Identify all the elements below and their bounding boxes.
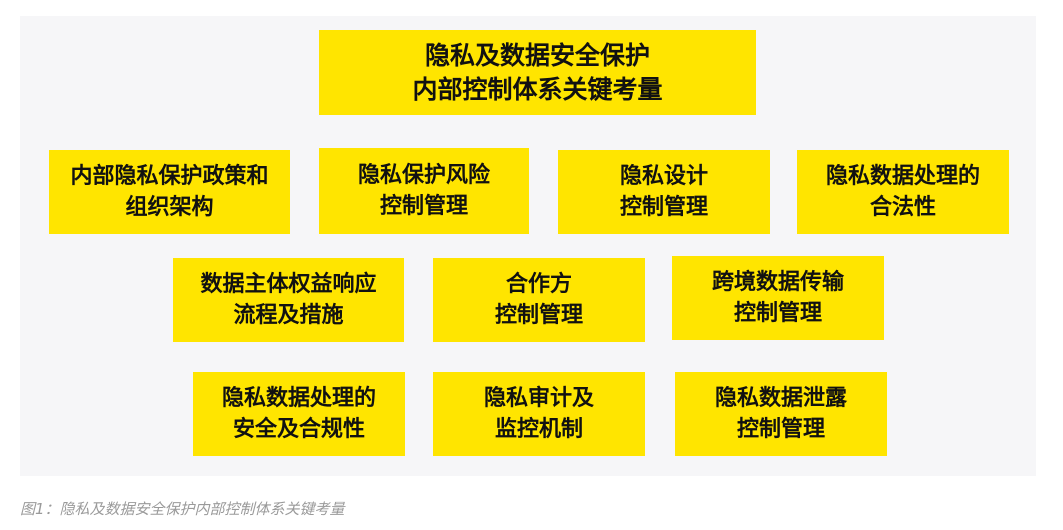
box-line1: 隐私数据处理的 xyxy=(825,164,980,189)
box-line1: 内部隐私保护政策和 xyxy=(70,164,269,189)
box-line1: 隐私保护风险 xyxy=(357,163,490,188)
box-line1: 隐私数据处理的 xyxy=(221,386,376,411)
root-box-line2: 内部控制体系关键考量 xyxy=(412,74,663,104)
box-line2: 控制管理 xyxy=(494,303,583,328)
box-line1: 隐私数据泄露 xyxy=(714,386,847,411)
box-line1: 合作方 xyxy=(505,272,572,297)
box-internal-privacy-policy: 内部隐私保护政策和 组织架构 xyxy=(49,150,290,234)
box-line2: 控制管理 xyxy=(733,301,822,326)
box-line1: 跨境数据传输 xyxy=(711,270,844,295)
box-data-breach-control: 隐私数据泄露 控制管理 xyxy=(675,372,887,456)
box-line2: 流程及措施 xyxy=(233,303,344,328)
box-line1: 隐私设计 xyxy=(619,164,708,189)
box-line2: 合法性 xyxy=(869,195,936,220)
box-privacy-risk-control: 隐私保护风险 控制管理 xyxy=(319,148,529,234)
box-processing-security-compliance: 隐私数据处理的 安全及合规性 xyxy=(193,372,405,456)
box-line1: 隐私审计及 xyxy=(483,386,594,411)
figure-caption: 图1：隐私及数据安全保护内部控制体系关键考量 xyxy=(20,500,345,518)
root-box-line1: 隐私及数据安全保护 xyxy=(424,40,650,70)
box-privacy-design-control: 隐私设计 控制管理 xyxy=(558,150,770,234)
box-line1: 数据主体权益响应 xyxy=(200,272,377,297)
box-cross-border-transfer: 跨境数据传输 控制管理 xyxy=(672,256,884,340)
box-partner-control: 合作方 控制管理 xyxy=(433,258,645,342)
box-line2: 监控机制 xyxy=(494,417,583,442)
box-line2: 组织架构 xyxy=(125,195,214,220)
box-line2: 控制管理 xyxy=(619,195,708,220)
box-privacy-audit-monitoring: 隐私审计及 监控机制 xyxy=(433,372,645,456)
box-data-subject-rights: 数据主体权益响应 流程及措施 xyxy=(173,258,404,342)
box-line2: 控制管理 xyxy=(379,194,468,219)
box-line2: 安全及合规性 xyxy=(232,417,365,442)
box-data-processing-legality: 隐私数据处理的 合法性 xyxy=(797,150,1009,234)
box-line2: 控制管理 xyxy=(736,417,825,442)
root-box: 隐私及数据安全保护 内部控制体系关键考量 xyxy=(319,30,756,115)
